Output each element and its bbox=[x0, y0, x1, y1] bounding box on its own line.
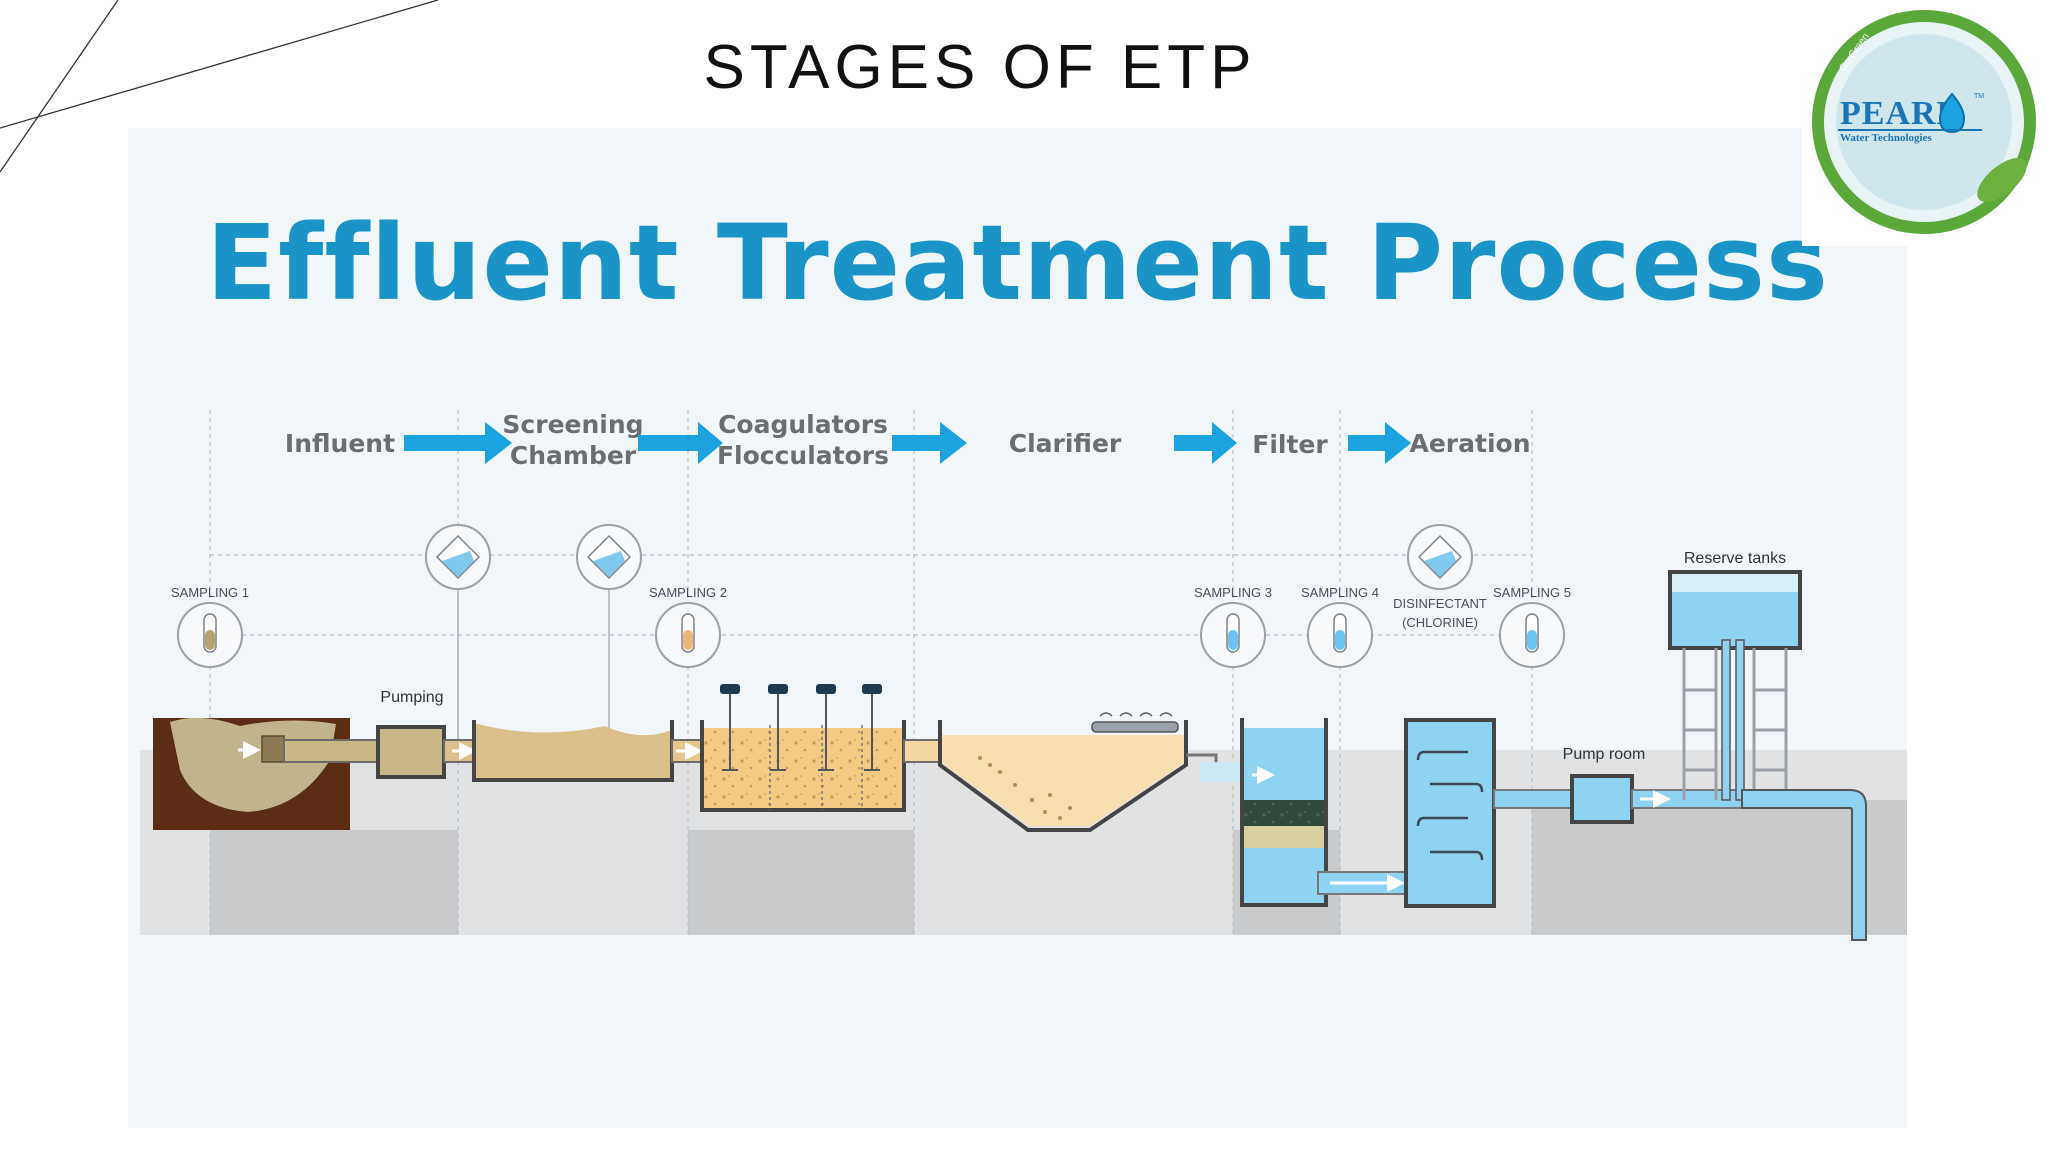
screening-chamber bbox=[472, 720, 713, 782]
aeration-outlet-pipe bbox=[1493, 774, 1743, 824]
mixer-3 bbox=[816, 684, 836, 771]
stage-screening-label: Screening bbox=[502, 410, 643, 439]
diagram-heading: Effluent Treatment Process bbox=[206, 202, 1829, 324]
stage-aeration-label: Aeration bbox=[1410, 429, 1531, 458]
company-logo: Go Green PEARL Water Technologies TM bbox=[1802, 0, 2048, 246]
disinfectant-icon bbox=[1407, 524, 1473, 590]
mixer-1 bbox=[720, 684, 740, 771]
stage-filter-label: Filter bbox=[1252, 430, 1328, 459]
stage-clarifier-label: Clarifier bbox=[1009, 429, 1122, 458]
logo-brand: PEARL bbox=[1840, 95, 1960, 132]
flow-arrow-4 bbox=[1174, 422, 1237, 464]
sampling-2-label: SAMPLING 2 bbox=[649, 585, 727, 600]
sampling-5-label: SAMPLING 5 bbox=[1493, 585, 1571, 600]
sampling-point-4 bbox=[1307, 602, 1373, 668]
decorative-lines bbox=[0, 0, 439, 173]
stage-influent-label: Influent bbox=[285, 429, 395, 458]
stage-chamber-label: Chamber bbox=[510, 441, 637, 470]
sampling-3-label: SAMPLING 3 bbox=[1194, 585, 1272, 600]
logo-tm: TM bbox=[1974, 93, 1984, 100]
sampling-point-2 bbox=[655, 602, 721, 668]
dosing-icon-1 bbox=[425, 524, 491, 740]
sampling-point-5 bbox=[1499, 602, 1565, 668]
sampling-point-3 bbox=[1200, 602, 1266, 668]
ground-dark-2 bbox=[688, 830, 914, 935]
diagram-panel: Effluent Treatment Process bbox=[128, 128, 1907, 1128]
reserve-tank bbox=[1668, 570, 1867, 941]
sampling-4-label: SAMPLING 4 bbox=[1301, 585, 1379, 600]
disinfectant-label: DISINFECTANT bbox=[1393, 596, 1487, 611]
filter-tank bbox=[1240, 718, 1328, 907]
aeration-tank bbox=[1404, 718, 1496, 908]
pumping-label: Pumping bbox=[380, 689, 443, 706]
influent-pit bbox=[153, 717, 350, 830]
clarifier-tank bbox=[938, 712, 1248, 832]
logo-emblem: Go Green PEARL Water Technologies TM bbox=[1812, 10, 2036, 234]
mixer-4 bbox=[862, 684, 882, 771]
filter-aeration-pipe bbox=[1317, 871, 1409, 895]
flow-arrow-3 bbox=[892, 422, 967, 464]
flow-arrow-1 bbox=[404, 422, 512, 464]
sampling-1-label: SAMPLING 1 bbox=[171, 585, 249, 600]
dosing-icon-2 bbox=[576, 524, 642, 745]
slide-title: STAGES OF ETP bbox=[703, 33, 1257, 102]
pumping-station bbox=[283, 725, 477, 779]
flow-arrow-2 bbox=[638, 422, 723, 464]
coagulation-tank bbox=[700, 684, 941, 812]
logo-subtitle: Water Technologies bbox=[1840, 132, 1932, 144]
flow-arrows bbox=[404, 422, 1411, 464]
reserve-tanks-label: Reserve tanks bbox=[1684, 550, 1786, 567]
mixer-2 bbox=[768, 684, 788, 771]
ground-dark-1 bbox=[210, 830, 458, 935]
sampling-point-1 bbox=[177, 602, 243, 668]
flow-arrow-5 bbox=[1348, 422, 1411, 464]
stage-coagulators-label: Coagulators bbox=[718, 410, 888, 439]
disinfectant-sub-label: (CHLORINE) bbox=[1402, 615, 1478, 630]
pump-room-label: Pump room bbox=[1563, 746, 1646, 763]
stage-flocculators-label: Flocculators bbox=[717, 441, 889, 470]
